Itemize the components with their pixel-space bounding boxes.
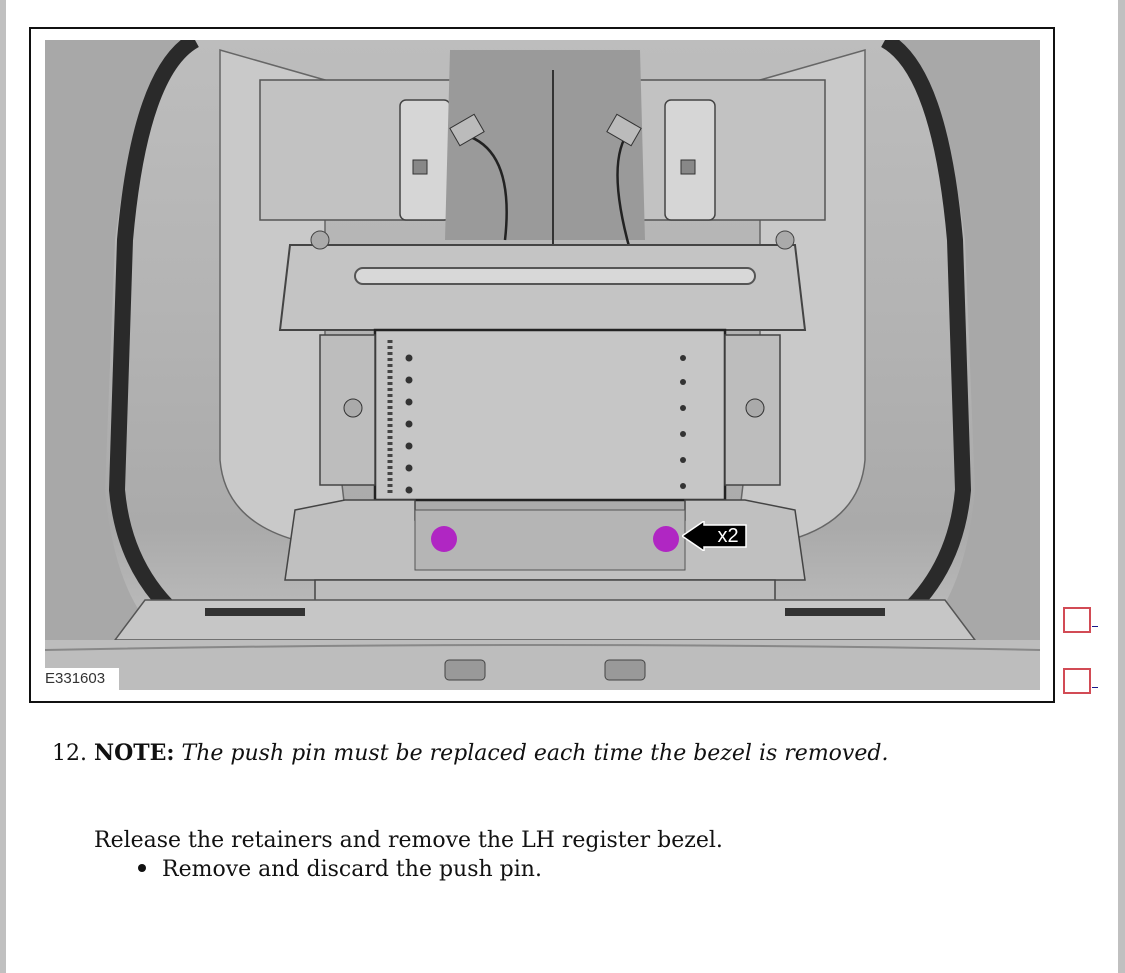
push-pin-marker-left: [431, 526, 457, 552]
step-instruction: Release the retainers and remove the LH …: [94, 828, 723, 853]
note-label: NOTE:: [94, 740, 175, 766]
instrument-panel-drawing: [45, 40, 1040, 690]
bullet-text: Remove and discard the push pin.: [162, 857, 542, 882]
arrow-left-icon: [682, 521, 747, 551]
note-text: The push pin must be replaced each time …: [181, 741, 889, 766]
step-number: 12.: [52, 741, 87, 766]
bullet-list-item: Remove and discard the push pin.: [138, 857, 542, 882]
figure-frame: x2 E331603: [29, 27, 1055, 703]
checkbox-1[interactable]: [1063, 607, 1091, 633]
left-gutter: [0, 0, 6, 973]
checkbox-2-marker: [1092, 687, 1098, 688]
right-scrollbar-gutter[interactable]: [1118, 0, 1125, 973]
bullet-icon: [138, 864, 146, 872]
figure-id-label: E331603: [45, 668, 119, 690]
illustration-instrument-panel: x2 E331603: [45, 40, 1040, 690]
callout-label: x2: [717, 525, 739, 547]
step-12-note: 12. NOTE: The push pin must be replaced e…: [52, 740, 888, 766]
checkbox-1-marker: [1092, 626, 1098, 627]
checkbox-2[interactable]: [1063, 668, 1091, 694]
push-pin-marker-right: [653, 526, 679, 552]
